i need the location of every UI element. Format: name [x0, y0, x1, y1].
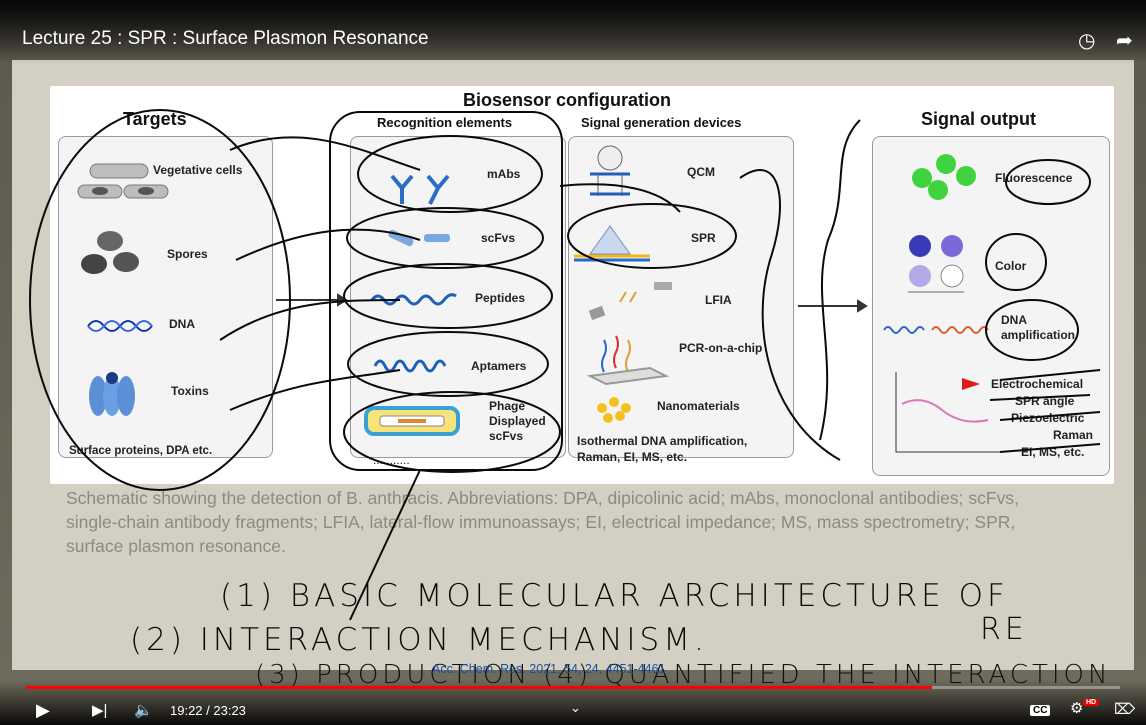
video-title[interactable]: Lecture 25 : SPR : Surface Plasmon Reson… [22, 28, 429, 49]
handwriting-line-1: (1) BASIC MOLECULAR ARCHITECTURE OF [220, 578, 1009, 614]
next-icon[interactable]: ▶| [92, 702, 108, 719]
play-icon[interactable]: ▶ [36, 700, 50, 720]
video-top-bar [0, 0, 1146, 64]
antibody-icon [390, 174, 450, 205]
phage-icon [364, 406, 460, 436]
signal-devices-footer: Isothermal DNA amplification, Raman, EI,… [577, 434, 748, 464]
fluorescence-icon [912, 154, 976, 200]
spr-icon [574, 225, 650, 262]
signal-plot-icon [895, 372, 1000, 453]
figure-title: Biosensor configuration [462, 90, 671, 110]
device-nanomaterials: Nanomaterials [657, 399, 740, 413]
color-dots-icon [908, 235, 964, 293]
scfv-icon [388, 229, 450, 247]
watch-later-icon[interactable]: ◷ [1078, 30, 1096, 52]
handwriting-line-2: (2) INTERACTION MECHANISM. [130, 622, 708, 658]
peptide-icon [370, 293, 457, 306]
vegetative-cells-icon [77, 163, 169, 199]
signal-output-title: Signal output [921, 109, 1036, 129]
signal-devices-title: Signal generation devices [581, 115, 742, 130]
handwriting-line-1b: RE [980, 612, 1028, 647]
flow-arrows [276, 293, 868, 313]
progress-played [26, 686, 932, 689]
share-icon[interactable]: ➦ [1116, 30, 1133, 52]
progress-bar[interactable] [26, 686, 1120, 689]
toxins-icon [89, 372, 135, 416]
dna-amplification-icon [883, 326, 989, 334]
figure-caption: Schematic showing the detection of B. an… [66, 488, 1019, 556]
exit-fullscreen-icon[interactable]: ⌦ [1114, 701, 1136, 718]
settings-gear-icon[interactable]: ⚙ [1070, 700, 1084, 717]
volume-icon[interactable]: 🔈 [134, 702, 153, 719]
aptamer-icon [373, 359, 447, 373]
citation: Acc. Chem. Res. 2021, 54, 24, 4451-4461 [432, 662, 666, 676]
hd-badge: HD [1083, 699, 1100, 706]
pcr-chip-icon [586, 335, 670, 386]
dna-icon [87, 320, 153, 332]
chevron-down-icon[interactable]: ⌄ [570, 700, 581, 715]
qcm-icon [590, 145, 630, 196]
figure-illustrations [77, 145, 1000, 453]
time-display: 19:22 / 23:23 [170, 703, 246, 718]
lfia-icon [588, 282, 672, 321]
device-qcm: QCM [687, 165, 715, 179]
device-lfia: LFIA [705, 293, 732, 307]
captions-button[interactable]: CC [1030, 705, 1051, 716]
biosensor-figure: Biosensor configuration Targets Vegetati… [50, 86, 1114, 484]
spores-icon [81, 231, 139, 274]
nanomaterials-icon [597, 397, 631, 423]
